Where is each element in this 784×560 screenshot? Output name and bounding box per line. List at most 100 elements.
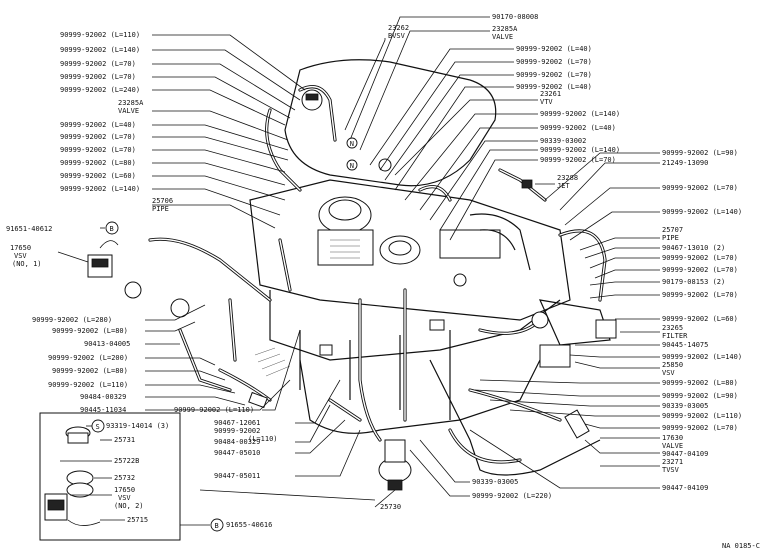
label-left-3: 90999-92002 (L=70) bbox=[60, 73, 136, 81]
label-center-2: 90999-92002 (L=70) bbox=[516, 71, 592, 79]
label-inset-7: 25715 bbox=[127, 516, 148, 524]
label-inset-8: 91655-40616 bbox=[226, 521, 272, 529]
label-leftbottom-3: 90999-92002 (L=200) bbox=[48, 354, 128, 362]
marker-n-2 bbox=[346, 159, 358, 171]
label-right-25: 90447-04109 bbox=[662, 450, 708, 458]
label-right-16: 25850 bbox=[662, 361, 683, 369]
label-right-19: 90999-92002 (L=90) bbox=[662, 392, 738, 400]
label-inset-6: (NO, 2) bbox=[114, 502, 144, 510]
label-bottom-4: 90447-05010 bbox=[214, 449, 260, 457]
label-right-5: PIPE bbox=[662, 234, 679, 242]
inset-frame bbox=[39, 412, 181, 541]
label-right-7: 90999-92002 (L=70) bbox=[662, 254, 738, 262]
label-left-14: PIPE bbox=[152, 205, 169, 213]
label-top-4: VALVE bbox=[492, 33, 513, 41]
label-right-8: 90999-92002 (L=70) bbox=[662, 266, 738, 274]
label-leftbottom-1: 90999-92002 (L=80) bbox=[52, 327, 128, 335]
marker-b-upper bbox=[105, 221, 119, 235]
label-right-11: 90999-92002 (L=60) bbox=[662, 315, 738, 323]
label-left-13: 25706 bbox=[152, 197, 173, 205]
components bbox=[87, 89, 617, 491]
right-labels: 90999-92002 (L=90) 21249-13090 90999-920… bbox=[662, 149, 742, 492]
label-top-1: BVSV bbox=[388, 32, 406, 40]
label-center-6: 90999-92002 (L=140) bbox=[540, 110, 620, 118]
label-inset-1: 25731 bbox=[114, 436, 135, 444]
engine-illustration bbox=[249, 59, 611, 476]
label-right-26: 23271 bbox=[662, 458, 683, 466]
label-leftbottom-2: 90413-04005 bbox=[84, 340, 130, 348]
label-bottom-2: (L=110) bbox=[248, 435, 278, 443]
left-labels: 90999-92002 (L=110) 90999-92002 (L=140) … bbox=[6, 31, 173, 268]
label-bottom-6: 90339-03005 bbox=[472, 478, 518, 486]
label-right-21: 90999-92002 (L=110) bbox=[662, 412, 742, 420]
label-center-5: VTV bbox=[540, 98, 553, 106]
label-right-9: 90179-08153 (2) bbox=[662, 278, 725, 286]
label-bottom-3: 90484-00329 bbox=[214, 438, 260, 446]
label-right-13: FILTER bbox=[662, 332, 688, 340]
label-top-0: 23262 bbox=[388, 24, 409, 32]
label-right-12: 23265 bbox=[662, 324, 683, 332]
label-center-1: 90999-92002 (L=70) bbox=[516, 58, 592, 66]
label-center-4: 23261 bbox=[540, 90, 561, 98]
label-right-3: 90999-92002 (L=140) bbox=[662, 208, 742, 216]
left-bottom-labels: 90999-92002 (L=280) 90999-92002 (L=80) 9… bbox=[32, 316, 254, 414]
label-left-4: 90999-92002 (L=240) bbox=[60, 86, 140, 94]
label-right-10: 90999-92002 (L=70) bbox=[662, 291, 738, 299]
filter-part bbox=[595, 319, 617, 339]
label-right-20: 90339-03005 bbox=[662, 402, 708, 410]
label-leftbottom-8: 90999-92002 (L=110) bbox=[174, 406, 254, 414]
marker-s bbox=[91, 419, 105, 433]
label-left-12: 90999-92002 (L=140) bbox=[60, 185, 140, 193]
label-left-8: 90999-92002 (L=70) bbox=[60, 133, 136, 141]
label-left-15: 91651-40612 bbox=[6, 225, 52, 233]
leader-lines bbox=[57, 16, 660, 526]
label-center-9: 90999-92002 (L=140) bbox=[540, 146, 620, 154]
center-labels: 90999-92002 (L=40) 90999-92002 (L=70) 90… bbox=[516, 45, 620, 190]
bottom-center-labels: 90467-12061 90999-92002 (L=110) 90484-00… bbox=[214, 419, 552, 511]
label-right-22: 90999-92002 (L=70) bbox=[662, 424, 738, 432]
label-leftbottom-6: 90484-00329 bbox=[80, 393, 126, 401]
label-right-17: VSV bbox=[662, 369, 675, 377]
label-left-17: VSV bbox=[14, 252, 27, 260]
label-bottom-1: 90999-92002 bbox=[214, 427, 260, 435]
marker-n-1 bbox=[346, 137, 358, 149]
label-right-14: 90445-14075 bbox=[662, 341, 708, 349]
label-center-8: 90339-03002 bbox=[540, 137, 586, 145]
label-right-1: 21249-13090 bbox=[662, 159, 708, 167]
label-leftbottom-0: 90999-92002 (L=280) bbox=[32, 316, 112, 324]
label-inset-5: VSV bbox=[118, 494, 131, 502]
label-right-27: TVSV bbox=[662, 466, 680, 474]
markers: B S B N N bbox=[91, 137, 358, 532]
label-left-11: 90999-92002 (L=60) bbox=[60, 172, 136, 180]
label-right-24: VALVE bbox=[662, 442, 683, 450]
label-left-5: 23285A bbox=[118, 99, 144, 107]
label-leftbottom-7: 90445-11034 bbox=[80, 406, 126, 414]
label-left-0: 90999-92002 (L=110) bbox=[60, 31, 140, 39]
label-bottom-8: 25730 bbox=[380, 503, 401, 511]
label-inset-4: 17650 bbox=[114, 486, 135, 494]
label-left-1: 90999-92002 (L=140) bbox=[60, 46, 140, 54]
label-left-9: 90999-92002 (L=70) bbox=[60, 146, 136, 154]
label-center-11: 23288 bbox=[557, 174, 578, 182]
label-center-3: 90999-92002 (L=40) bbox=[516, 83, 592, 91]
label-center-10: 90999-92002 (L=70) bbox=[540, 156, 616, 164]
diagram-code: NA 0185-C bbox=[722, 542, 760, 550]
label-left-2: 90999-92002 (L=70) bbox=[60, 60, 136, 68]
marker-b-lower-text: B bbox=[215, 522, 219, 530]
top-labels: 23262 BVSV 90170-08008 23285A VALVE bbox=[388, 13, 538, 41]
label-right-0: 90999-92002 (L=90) bbox=[662, 149, 738, 157]
marker-n-1-text: N bbox=[350, 140, 354, 148]
label-leftbottom-4: 90999-92002 (L=80) bbox=[52, 367, 128, 375]
label-top-3: 23285A bbox=[492, 25, 518, 33]
label-inset-3: 25732 bbox=[114, 474, 135, 482]
label-left-16: 17650 bbox=[10, 244, 31, 252]
label-right-23: 17630 bbox=[662, 434, 683, 442]
label-left-10: 90999-92002 (L=80) bbox=[60, 159, 136, 167]
label-right-2: 90999-92002 (L=70) bbox=[662, 184, 738, 192]
marker-s-text: S bbox=[96, 423, 100, 431]
marker-b-upper-text: B bbox=[110, 225, 114, 233]
marker-b-lower bbox=[210, 518, 224, 532]
label-right-4: 25707 bbox=[662, 226, 683, 234]
label-center-12: JET bbox=[557, 182, 570, 190]
